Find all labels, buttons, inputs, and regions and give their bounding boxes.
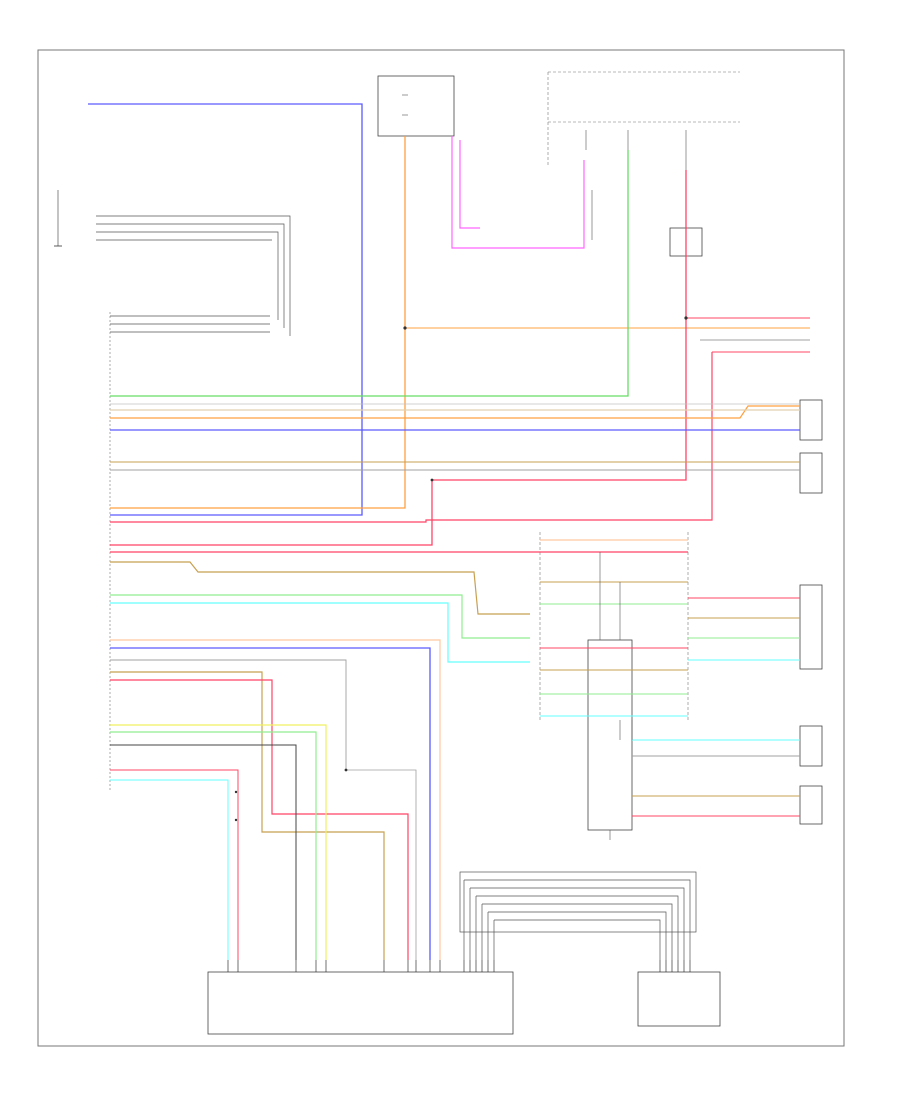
underhood-fuse-block: [547, 71, 740, 165]
wire-blue-lower: [110, 647, 431, 960]
right-front-speaker-connector: [799, 399, 823, 441]
wire-red-right: [110, 170, 687, 546]
wire-red-lower: [110, 679, 409, 960]
splice-dots: [234, 316, 688, 822]
wire-orange-front-speaker: [110, 405, 800, 419]
junction-taps: [599, 552, 633, 840]
right-rear-speaker-connector: [799, 584, 823, 670]
fuse-symbols: [402, 94, 408, 116]
cable-bundle-box: [459, 871, 697, 933]
wire-gray-lower: [110, 659, 347, 770]
bottom-right-connector: [637, 971, 721, 1027]
wire-tan-junction: [110, 561, 530, 615]
wire-gray-lower-2: [346, 769, 417, 960]
wire-pink-2: [459, 140, 480, 229]
wire-cyan-lower: [110, 779, 229, 960]
tweeter-junction-box: [587, 639, 633, 831]
wire-peach-lower: [110, 639, 441, 960]
wire-pink: [451, 136, 585, 249]
wire-green-long: [110, 150, 629, 397]
wire-tan-lower: [110, 671, 385, 960]
wire-lgreen-lower: [110, 731, 317, 960]
wire-red-2: [110, 352, 713, 523]
wire-blue-top: [88, 103, 363, 516]
left-front-speaker-connector: [799, 452, 823, 494]
left-tweeter-connector: [799, 725, 823, 767]
wire-yellow-lower: [110, 724, 327, 960]
wire-black-lower: [110, 744, 297, 960]
diagram-frame: [37, 49, 845, 1047]
top-left-wires: [57, 190, 291, 336]
wire-lgreen-1: [110, 594, 530, 639]
right-tweeter-connector: [799, 785, 823, 825]
bottom-connector-pins: [227, 960, 691, 972]
bundle-wires: [463, 879, 691, 960]
fuse-relay-box: [377, 75, 455, 137]
wire-orange-main: [110, 136, 406, 509]
wire-cyan-1: [110, 602, 530, 663]
wire-red-lower-2: [110, 769, 239, 960]
bottom-main-connector: [207, 971, 514, 1035]
relay-wires: [585, 130, 687, 240]
